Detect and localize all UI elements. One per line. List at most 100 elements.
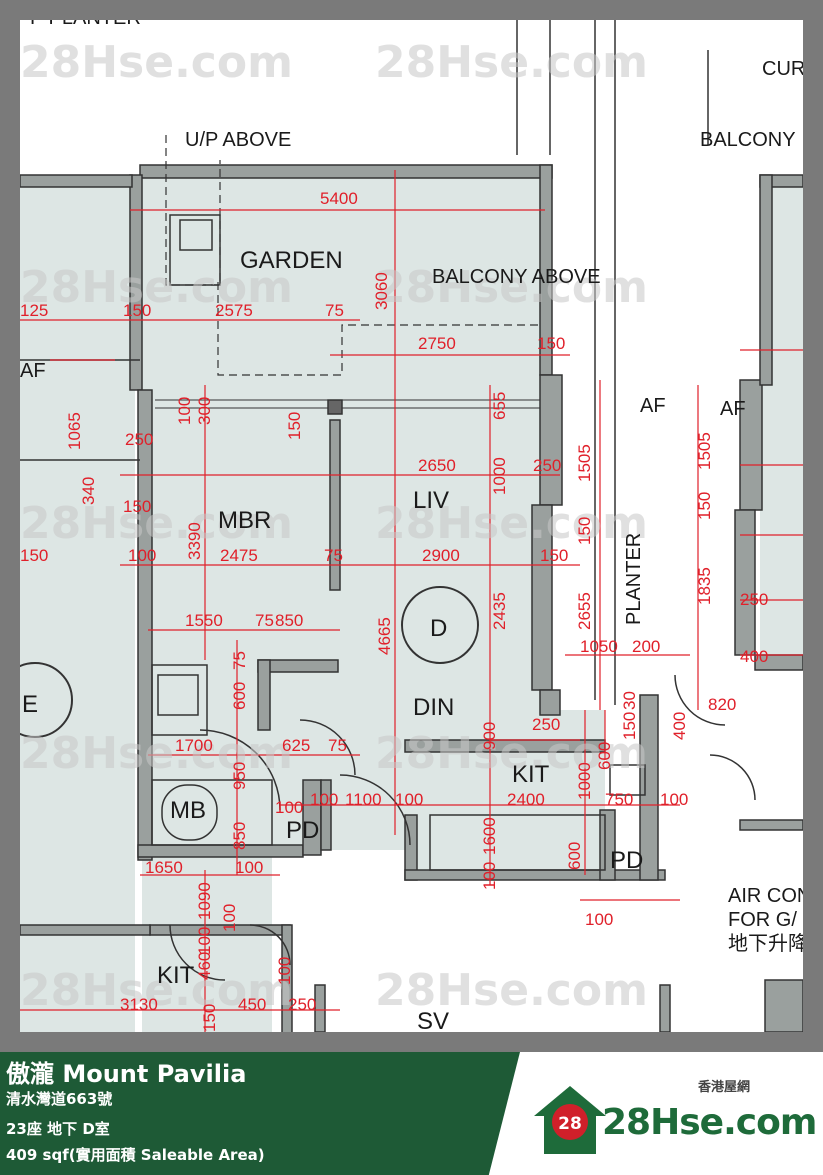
dimension-label: 300 — [195, 397, 214, 425]
watermark-text: 28Hse.com — [20, 965, 293, 1016]
dimension-label: 400 — [740, 647, 768, 666]
dimension-label: 1065 — [65, 412, 84, 450]
dimension-label: 2750 — [418, 334, 456, 353]
dimension-label: 150 — [200, 1004, 219, 1032]
watermarks: 28Hse.com 28Hse.com 28Hse.com 28Hse.com … — [20, 37, 648, 1016]
dimension-label: 75 — [324, 546, 343, 565]
dimension-label: 1550 — [185, 611, 223, 630]
watermark-text: 28Hse.com — [20, 262, 293, 313]
annotation-label: BALCONY ABOVE — [432, 266, 601, 288]
dimension-label: 150 — [575, 517, 594, 545]
watermark-text: 28Hse.com — [20, 728, 293, 779]
room-label: MB — [170, 797, 206, 824]
watermark-text: 28Hse.com — [375, 728, 648, 779]
dimension-label: 100 — [660, 790, 688, 809]
watermark-text: 28Hse.com — [20, 498, 293, 549]
dimension-label: 460 — [195, 952, 214, 980]
dimension-label: 2655 — [575, 592, 594, 630]
dimension-label: 150 — [285, 412, 304, 440]
dimension-label: 100 — [275, 957, 294, 985]
annotation-label: AF — [20, 360, 46, 382]
room-label: SV — [417, 1008, 449, 1032]
dimension-label: 400 — [670, 712, 689, 740]
dimension-label: 3130 — [120, 995, 158, 1014]
watermark-text: 28Hse.com — [375, 498, 648, 549]
dimension-label: 1505 — [575, 444, 594, 482]
neighbor-unit-letter: E — [22, 691, 38, 718]
room-label: KIT — [157, 962, 195, 989]
dimension-label: 4665 — [375, 617, 394, 655]
dimension-label: 850 — [230, 822, 249, 850]
unit-letter: D — [430, 615, 447, 642]
dimension-label: 600 — [565, 842, 584, 870]
room-label: PD — [610, 847, 643, 874]
annotation-label: 地下升降 — [728, 932, 803, 955]
dimension-label: 75 — [230, 651, 249, 670]
watermark-text: 28Hse.com — [20, 37, 293, 88]
dimension-label: 100 — [395, 790, 423, 809]
dimension-label: 850 — [275, 611, 303, 630]
dimension-label: 30 — [620, 691, 639, 710]
dimension-label: 750 — [605, 790, 633, 809]
dimension-label: 2475 — [220, 546, 258, 565]
annotation-label: P PLANTER — [30, 20, 141, 29]
dimension-label: 1000 — [490, 457, 509, 495]
dimension-label: 900 — [480, 722, 499, 750]
annotation-label: U/P ABOVE — [185, 129, 291, 151]
dimension-label: 100 — [275, 798, 303, 817]
annotation-label: FOR G/ — [728, 909, 797, 931]
dimension-label: 655 — [490, 392, 509, 420]
dimension-label: 250 — [125, 430, 153, 449]
dimension-label: 200 — [632, 637, 660, 656]
fixtures — [20, 20, 756, 981]
dimension-label: 2650 — [418, 456, 456, 475]
dimension-label: 100 — [175, 397, 194, 425]
footer-bar: 傲瀧 Mount Pavilia 清水灣道663號 23座 地下 D室 409 … — [0, 1052, 823, 1175]
footer-info-panel: 傲瀧 Mount Pavilia 清水灣道663號 23座 地下 D室 409 … — [0, 1052, 520, 1175]
watermark-text: 28Hse.com — [375, 262, 648, 313]
dimension-label: 1000 — [575, 762, 594, 800]
house-logo-icon: 28 — [534, 1086, 606, 1154]
dimension-label: 625 — [282, 736, 310, 755]
floor-plan: 28Hse.com 28Hse.com 28Hse.com 28Hse.com … — [20, 20, 803, 1032]
dimension-label: 75 — [255, 611, 274, 630]
unit-info: 23座 地下 D室 — [6, 1120, 110, 1138]
watermark-text: 28Hse.com — [375, 965, 648, 1016]
dimension-label: 150 — [20, 546, 48, 565]
dimension-label: 100 — [220, 904, 239, 932]
saleable-area: 409 sqf(實用面積 Saleable Area) — [6, 1146, 265, 1164]
dimension-label: 250 — [532, 715, 560, 734]
dimension-label: 125 — [20, 301, 48, 320]
logo-brand: 28Hse.com — [602, 1102, 817, 1143]
dimension-label: 100 — [480, 862, 499, 890]
annotation-label: CUR — [762, 58, 803, 80]
dimension-label: 150 — [537, 334, 565, 353]
watermark-text: 28Hse.com — [375, 37, 648, 88]
annotation-label: PLANTER — [623, 533, 645, 625]
dimension-label: 600 — [230, 682, 249, 710]
dimension-label: 250 — [740, 590, 768, 609]
dimension-label: 100 — [195, 927, 214, 955]
dashed-outlines — [165, 135, 540, 376]
floor-plan-drawing: 28Hse.com 28Hse.com 28Hse.com 28Hse.com … — [20, 20, 803, 1032]
room-label: KIT — [512, 761, 550, 788]
dimension-label: 100 — [585, 910, 613, 929]
dimension-label: 1600 — [480, 817, 499, 855]
dimension-label: 250 — [533, 456, 561, 475]
dimension-label: 75 — [325, 301, 344, 320]
dimension-label: 150 — [540, 546, 568, 565]
room-label: GARDEN — [240, 247, 343, 274]
annotation-label: BALCONY — [700, 129, 796, 151]
room-label: LIV — [413, 487, 449, 514]
dimension-label: 1835 — [695, 567, 714, 605]
dimension-label: 450 — [238, 995, 266, 1014]
dimension-label: 3060 — [372, 272, 391, 310]
dimension-label: 100 — [128, 546, 156, 565]
dimension-lines — [20, 170, 803, 1032]
dimension-label: 100 — [235, 858, 263, 877]
brand-logo[interactable]: 28 香港屋網 28Hse.com — [530, 1072, 817, 1162]
dimension-label: 2400 — [507, 790, 545, 809]
dimension-label: 150 — [695, 492, 714, 520]
dimension-label: 2575 — [215, 301, 253, 320]
